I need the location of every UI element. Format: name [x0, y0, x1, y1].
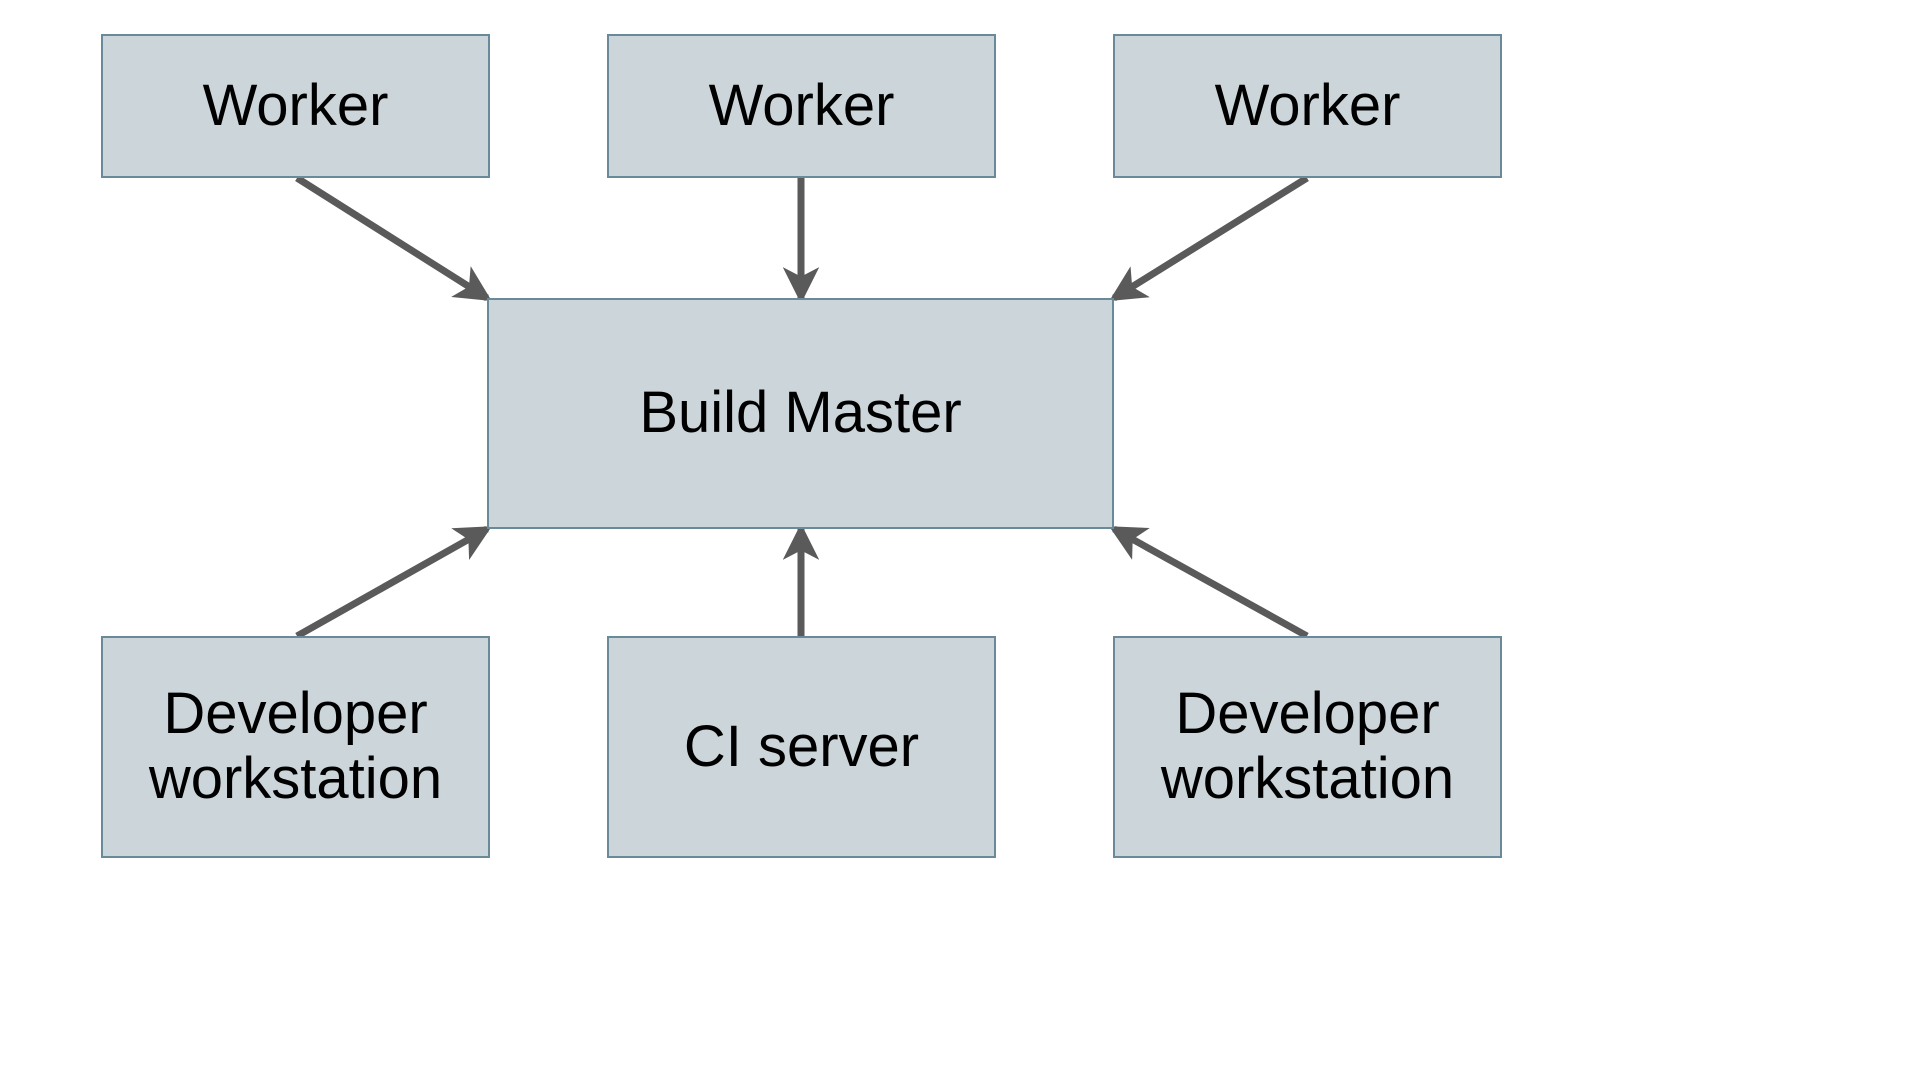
- node-worker-left[interactable]: Worker: [101, 34, 490, 178]
- node-worker-right[interactable]: Worker: [1113, 34, 1502, 178]
- edge-dev-left-to-master: [295, 525, 492, 640]
- node-label-worker-right: Worker: [1214, 72, 1401, 138]
- node-dev-right[interactable]: Developer workstation: [1113, 636, 1502, 858]
- node-dev-left[interactable]: Developer workstation: [101, 636, 490, 858]
- node-label-dev-right: Developer workstation: [1160, 681, 1455, 811]
- node-label-worker-center: Worker: [708, 72, 895, 138]
- node-worker-center[interactable]: Worker: [607, 34, 996, 178]
- node-build-master[interactable]: Build Master: [487, 298, 1114, 529]
- node-label-build-master: Build Master: [639, 380, 962, 446]
- node-label-ci-server: CI server: [683, 713, 920, 779]
- node-ci-server[interactable]: CI server: [607, 636, 996, 858]
- node-label-dev-left: Developer workstation: [148, 681, 443, 811]
- edge-worker-right-to-master: [1109, 175, 1309, 301]
- edge-dev-right-to-master: [1109, 525, 1309, 640]
- node-label-worker-left: Worker: [202, 72, 389, 138]
- edge-worker-left-to-master: [295, 175, 492, 301]
